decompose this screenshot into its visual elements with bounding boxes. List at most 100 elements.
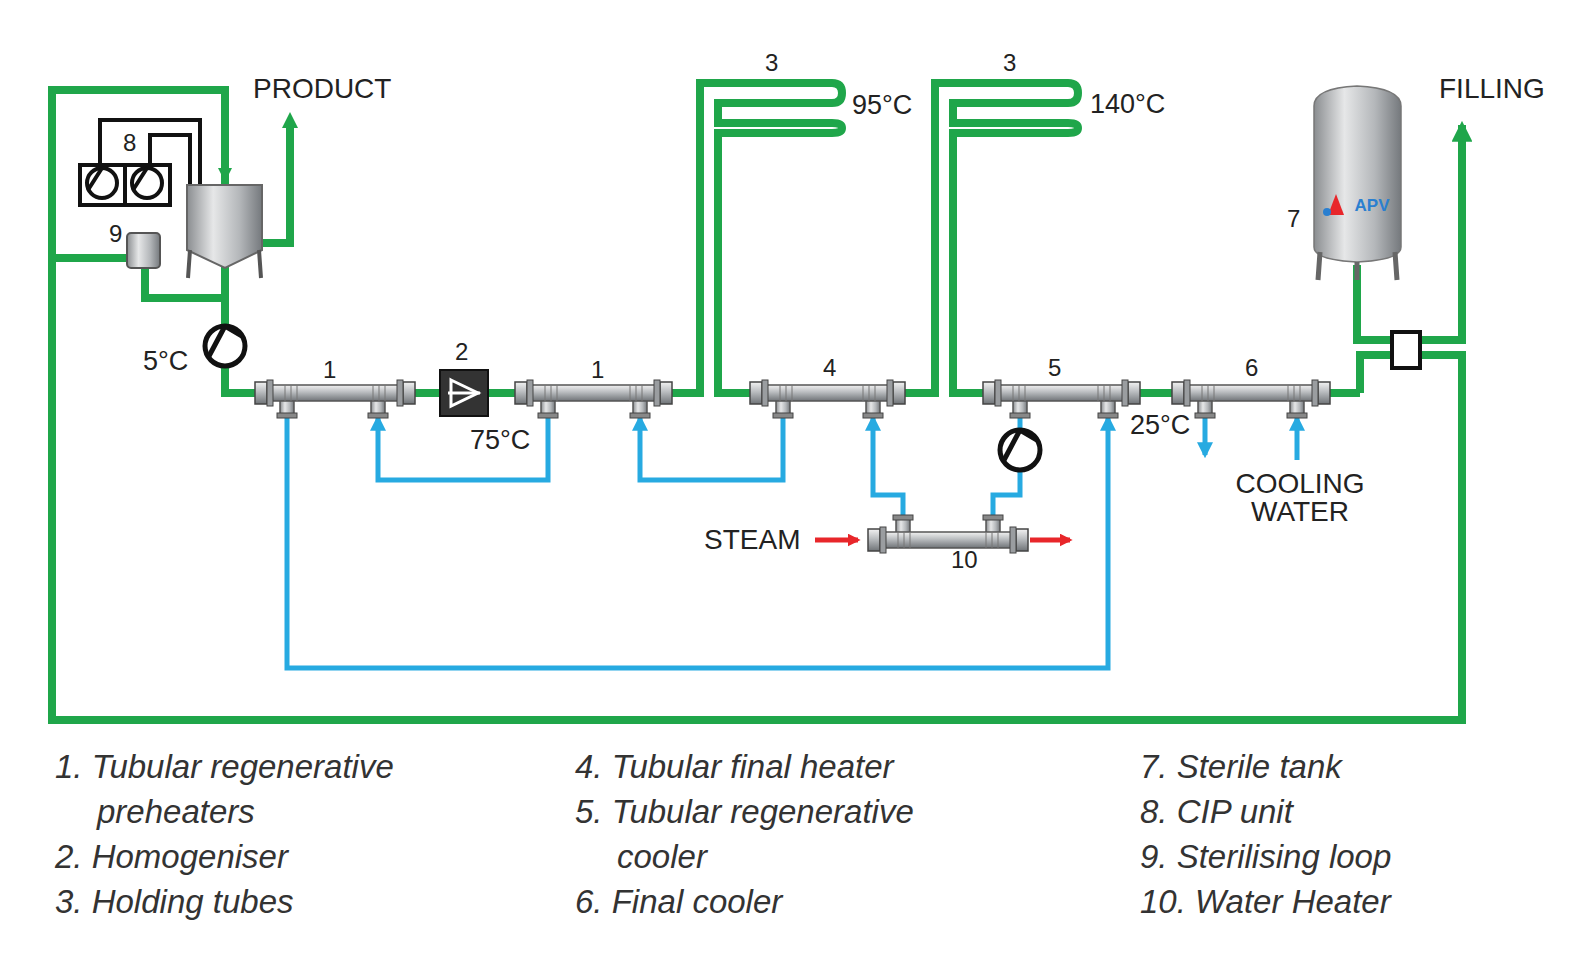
callout-number: 8 [123,131,136,155]
flow-arrow [218,168,232,182]
exchanger-ring [1288,385,1289,401]
exchanger-flange [277,413,297,418]
exchanger-shell [527,385,660,401]
tubular-exchanger [255,380,415,418]
exchanger-ring [285,385,286,401]
callout-number: 3 [1003,51,1016,75]
exchanger-ring [1025,385,1026,401]
callout-number: 10 [951,548,978,572]
exchanger-ring [992,532,993,548]
exchanger-ring [385,385,386,401]
temperature-label: 95°C [852,92,912,119]
exchanger-shell [995,385,1128,401]
exchanger-flange [893,515,913,520]
exchanger-flange [995,380,1001,406]
exchanger-ring [875,385,876,401]
exchanger-flange [630,413,650,418]
legend-item: 6. Final cooler [575,879,782,924]
exchanger-flange [1184,380,1190,406]
legend-item: 10. Water Heater [1140,879,1391,924]
exchanger-end [1128,382,1140,404]
legend-item: 5. Tubular regenerative cooler [575,789,1005,879]
exchanger-ring [786,385,787,401]
exchanger-ring [1104,385,1105,401]
tubular-exchanger [868,515,1028,553]
tank-outline [1300,82,1415,282]
exchanger-end [1318,382,1330,404]
exchanger-ring [1110,385,1111,401]
exchanger-flange [762,380,768,406]
exchanger-end [1172,382,1184,404]
exchanger-flange [527,380,533,406]
exchanger-ring [630,385,631,401]
exchanger-ring [557,385,558,401]
exchanger-ring [898,532,899,548]
exchanger-flange [1312,380,1318,406]
exchanger-ring [373,385,374,401]
exchanger-ring [545,385,546,401]
exchanger-ring [1300,385,1301,401]
exchanger-ring [291,385,292,401]
legend-item: 4. Tubular final heater [575,744,894,789]
exchanger-flange [887,380,893,406]
exchanger-shell [267,385,403,401]
temperature-label: 5°C [143,348,188,375]
callout-number: 1 [323,358,336,382]
exchanger-flange [397,380,403,406]
exchanger-flange [1122,380,1128,406]
legend-item: 3. Holding tubes [55,879,294,924]
stream-label: STEAM [704,526,800,554]
exchanger-flange [983,515,1003,520]
legend-item: 2. Homogeniser [55,834,288,879]
tank-body [1314,86,1401,262]
temperature-label: 75°C [470,427,530,454]
stream-label: FILLING [1439,75,1545,103]
exchanger-ring [998,532,999,548]
exchanger-end [660,382,672,404]
sterile-tank: APV [1300,82,1415,282]
cip-unit [80,120,200,205]
tank-leg [1318,252,1397,280]
tubular-exchanger [983,380,1140,418]
callout-number: 6 [1245,356,1258,380]
callout-number: 5 [1048,356,1061,380]
callout-number: 7 [1287,207,1300,231]
tubular-exchanger [1172,380,1330,418]
exchanger-ring [636,385,637,401]
exchanger-flange [538,413,558,418]
exchanger-shell [762,385,893,401]
exchanger-ring [1013,385,1014,401]
stream-label: COOLING WATER [1215,470,1385,526]
exchanger-end [983,382,995,404]
exchanger-ring [551,385,552,401]
legend-item: 9. Sterilising loop [1140,834,1391,879]
pump-symbol [205,326,1040,470]
exchanger-ring [869,385,870,401]
exchanger-flange [1010,413,1030,418]
callout-number: 9 [109,222,122,246]
exchanger-ring [379,385,380,401]
legend-item: 8. CIP unit [1140,789,1293,834]
exchanger-ring [780,385,781,401]
callout-number: 1 [591,358,604,382]
exchanger-flange [1287,413,1307,418]
water-pipe [287,412,1297,668]
exchanger-flange [1098,413,1118,418]
legend-item: 1. Tubular regenerative preheaters [55,744,485,834]
temperature-label: 140°C [1090,91,1165,118]
exchanger-ring [863,385,864,401]
exchanger-ring [792,385,793,401]
exchanger-end [1016,529,1028,551]
exchanger-shell [1184,385,1318,401]
exchanger-flange [773,413,793,418]
balance-tank [187,185,262,278]
tubular-exchanger [750,380,905,418]
tubular-exchanger [515,380,672,418]
inlet-arrow [282,112,298,128]
exchanger-ring [904,532,905,548]
brand-logo: APV [1355,196,1390,216]
homogeniser [440,370,488,416]
exchanger-ring [1214,385,1215,401]
exchanger-end [255,382,267,404]
exchanger-end [893,382,905,404]
